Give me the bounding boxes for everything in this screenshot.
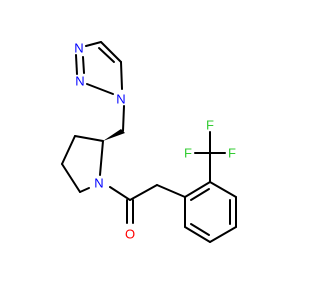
bond-c2-c3 — [74, 135, 104, 142]
atom-label-n-pyrrolidine: N — [94, 176, 103, 191]
bond-r5-r6 — [184, 226, 211, 243]
bond-r4-r5 — [209, 226, 237, 243]
molecule-diagram: N N N N O F F F — [61, 41, 237, 243]
bond-c4p-c5p — [61, 163, 81, 193]
atom-label-n-triazole-1: N — [116, 92, 125, 107]
bond-n3-n2 — [75, 54, 78, 75]
structure-canvas: N N N N O F F F — [61, 41, 237, 243]
bonds — [61, 41, 237, 243]
bond-r2-r3 — [209, 181, 237, 198]
atom-labels: N N N N O F F F — [74, 41, 236, 242]
bond-r5-r6-inner — [190, 223, 210, 236]
bond-c5-c4 — [100, 41, 122, 63]
bond-c5p-n — [79, 187, 90, 193]
atom-label-f-right: F — [228, 146, 236, 161]
atom-label-f-left: F — [184, 146, 192, 161]
atom-label-n-triazole-2: N — [75, 74, 84, 89]
bond-c5-c4-inner — [98, 47, 115, 63]
bond-c4-n3 — [85, 41, 102, 47]
bond-n1-ch2 — [122, 105, 125, 132]
bond-n-c2 — [99, 140, 104, 176]
bond-n-cco — [109, 186, 131, 201]
bond-c3-c4p — [61, 135, 76, 165]
bond-n1-c5 — [120, 61, 123, 90]
atom-label-f-top: F — [206, 118, 214, 133]
bond-r1-r2-inner — [190, 188, 210, 201]
atom-label-o-carbonyl: O — [125, 227, 135, 242]
bond-cco-ch2 — [129, 184, 158, 201]
bond-r1-r2 — [184, 181, 211, 198]
atom-label-n-triazole-3: N — [74, 41, 83, 56]
stereo-wedge-bond — [103, 129, 125, 141]
bond-n3-n2-inner — [82, 56, 85, 74]
bond-n2-n1 — [86, 83, 114, 95]
bond-ch2-ring — [156, 184, 186, 198]
